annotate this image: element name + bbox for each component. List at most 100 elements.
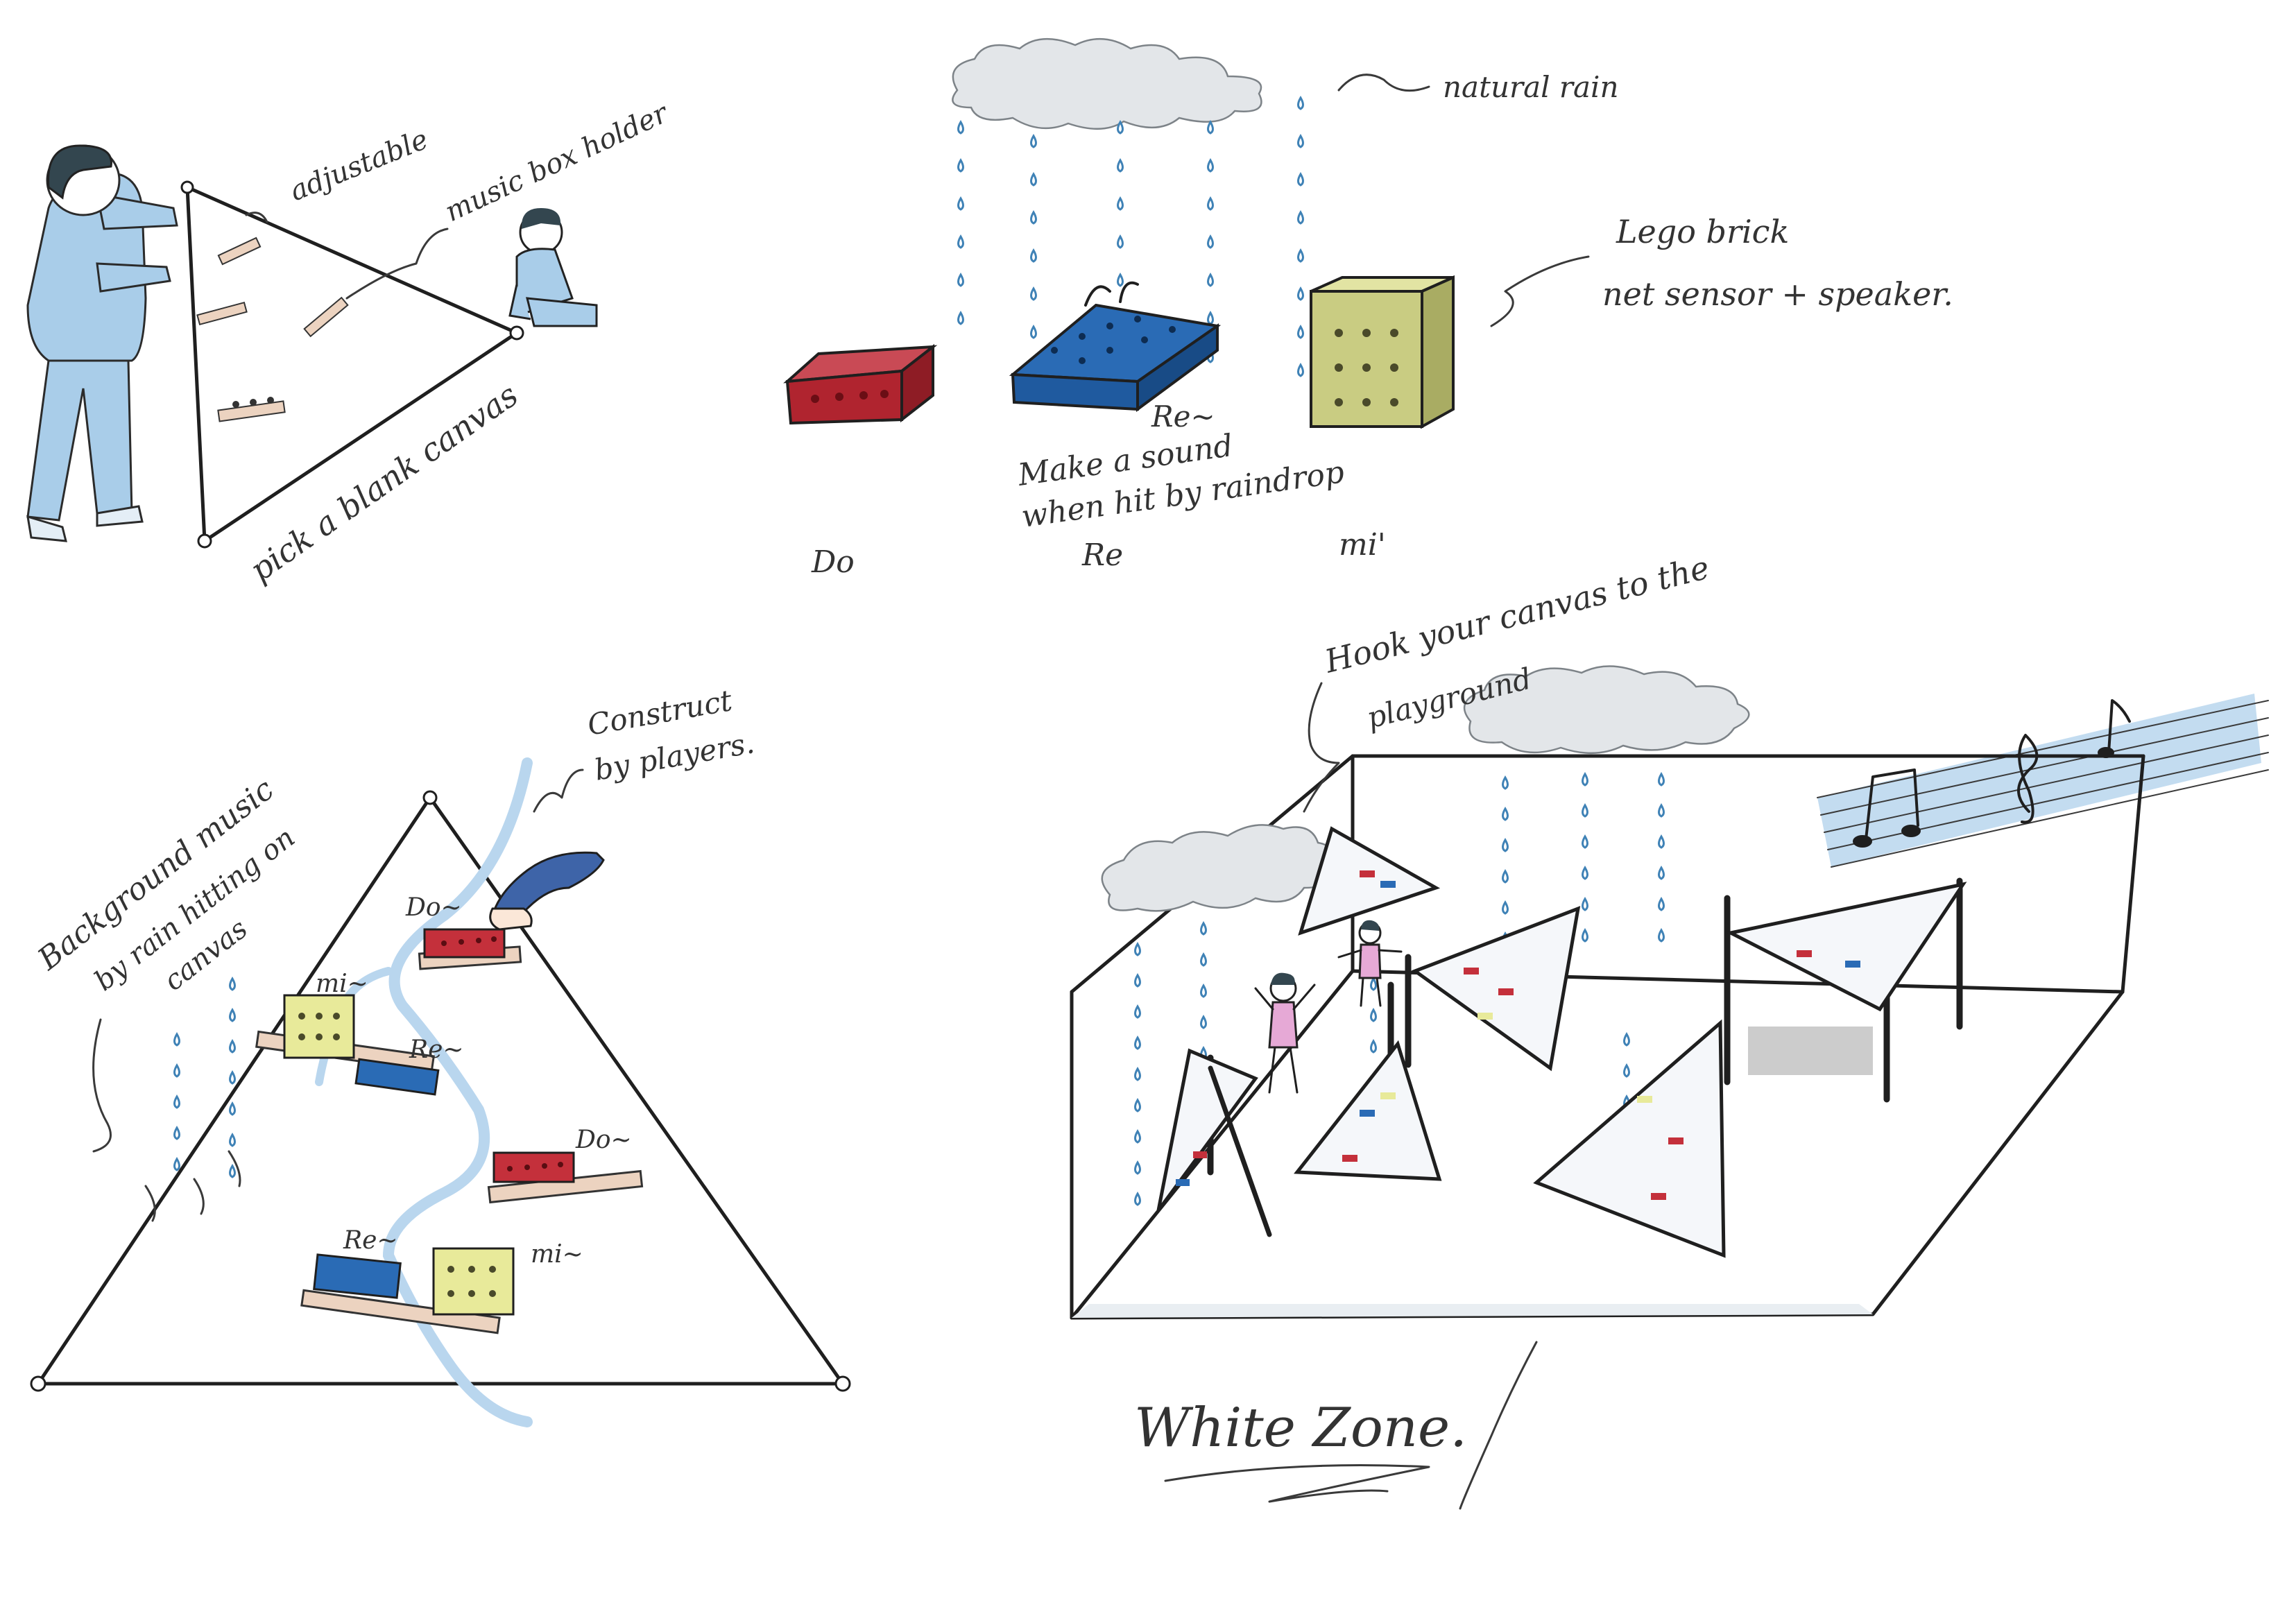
raindrop-icon <box>1297 248 1304 263</box>
raindrop-icon <box>1502 900 1509 915</box>
raindrop-icon <box>1370 1039 1377 1054</box>
raindrop-icon <box>173 1063 180 1078</box>
label-re-arrow: Re~ <box>1151 400 1215 433</box>
raindrop-icon <box>1297 325 1304 339</box>
raindrop-icon <box>957 273 964 287</box>
cloud-icon <box>952 37 1262 130</box>
raindrop-icon <box>229 1039 236 1054</box>
playground-sketch: Hook your canvas to the playground White… <box>1070 549 2269 1510</box>
brick-bottom-pair <box>300 1247 515 1334</box>
raindrop-icon <box>1134 942 1141 956</box>
canvas-setup-sketch: adjustable music box holder pick a blank… <box>26 96 674 589</box>
raindrop-icon <box>1658 928 1665 943</box>
raindrop-icon <box>173 1157 180 1171</box>
raindrop-icon <box>1502 838 1509 852</box>
raindrop-icon <box>1134 1004 1141 1019</box>
raindrop-icon <box>1030 134 1037 148</box>
raindrop-icon <box>957 234 964 249</box>
raindrop-icon <box>173 977 236 1178</box>
raindrop-icon <box>1030 248 1037 263</box>
label-brick-do-mid: Do~ <box>575 1126 632 1154</box>
raindrop-icon <box>1117 234 1124 249</box>
raindrop-icon <box>1658 866 1665 880</box>
raindrop-icon <box>1207 196 1214 211</box>
raindrop-icon <box>1582 772 1588 787</box>
raindrop-icon <box>1117 196 1124 211</box>
raindrop-icon <box>1207 120 1214 135</box>
label-brick-re-mid: Re~ <box>409 1036 464 1064</box>
adult-person-icon <box>26 144 178 542</box>
raindrop-icon <box>1502 807 1509 821</box>
raindrop-icon <box>1134 1098 1141 1113</box>
raindrop-icon <box>1582 803 1588 818</box>
raindrop-icon <box>1582 866 1588 880</box>
raindrop-icon <box>1207 273 1214 287</box>
raindrop-icon <box>229 1070 236 1085</box>
raindrop-icon <box>1134 1160 1141 1175</box>
label-adjustable: adjustable <box>286 123 433 207</box>
music-staff-icon <box>1817 694 2269 868</box>
brick-do-top <box>418 928 522 970</box>
brick-do-mid <box>487 1151 644 1204</box>
raindrop-icon <box>1134 1129 1141 1144</box>
raindrop-icon <box>1117 273 1124 287</box>
raindrop-icon <box>1200 952 1207 967</box>
player-hand-icon <box>489 851 605 931</box>
raindrop-icon <box>1582 834 1588 849</box>
label-natural-rain: natural rain <box>1443 70 1619 104</box>
cloud-icon <box>1463 665 1750 754</box>
raindrop-icon <box>229 1133 236 1147</box>
raindrop-icon <box>1297 172 1304 187</box>
raindrop-icon <box>957 311 964 325</box>
raindrop-icon <box>1370 1008 1377 1022</box>
constructed-canvas-sketch: Background music by rain hitting on canv… <box>30 683 851 1427</box>
raindrop-icon <box>1030 325 1037 339</box>
label-brick-re-bottom: Re~ <box>343 1226 398 1255</box>
raindrop-icon <box>1134 973 1141 988</box>
raindrop-icon <box>229 1101 236 1116</box>
raindrop-icon <box>1502 869 1509 884</box>
raindrop-icon <box>1030 172 1037 187</box>
raindrop-icon <box>1297 96 1304 110</box>
raindrop-icon <box>957 158 964 173</box>
raindrop-icon <box>1200 921 1207 936</box>
raindrop-icon <box>1297 134 1304 148</box>
raindrop-icon <box>1134 1192 1141 1206</box>
yellow-brick-icon <box>1310 275 1455 429</box>
raindrop-icon <box>1658 772 1665 787</box>
raindrop-icon <box>1658 897 1665 911</box>
brick-re-mid <box>354 1058 440 1096</box>
label-hook-1: Hook your canvas to the <box>1321 549 1713 680</box>
raindrop-icon <box>229 977 236 991</box>
label-lego-brick: Lego brick <box>1616 213 1789 250</box>
raindrop-icon <box>957 120 964 135</box>
raindrop-icon <box>1297 210 1304 225</box>
raindrop-icon <box>1030 210 1037 225</box>
cloud-icon <box>1101 824 1335 912</box>
label-white-zone: White Zone. <box>1134 1397 1467 1459</box>
raindrop-icon <box>229 1008 236 1022</box>
raindrop-icon <box>1297 363 1304 377</box>
raindrop-icon <box>1297 286 1304 301</box>
label-note-re: Re <box>1081 538 1123 573</box>
raindrop-icon <box>1207 311 1214 325</box>
label-brick-mi-bottom: mi~ <box>531 1240 583 1269</box>
raindrop-icon <box>1582 897 1588 911</box>
rain-brick-sketch: natural rain Lego brick net sensor + spe… <box>783 37 1953 580</box>
raindrop-icon <box>1134 1036 1141 1050</box>
raindrop-icon <box>1200 1015 1207 1029</box>
raindrop-icon <box>1207 158 1214 173</box>
raindrop-icon <box>1134 1067 1141 1081</box>
treble-clef-icon <box>2017 734 2039 824</box>
raindrop-icon <box>173 1126 180 1140</box>
brick-mi-top <box>255 994 435 1073</box>
raindrop-icon <box>1658 834 1665 849</box>
child-person-icon <box>508 208 598 327</box>
label-brick-mi-top: mi~ <box>316 970 368 998</box>
raindrop-icon <box>1658 803 1665 818</box>
music-box-holder <box>196 237 349 422</box>
label-sensor-speaker: net sensor + speaker. <box>1602 275 1953 313</box>
child-person-icon <box>1337 920 1403 1007</box>
raindrop-icon <box>173 1094 180 1109</box>
raindrop-icon <box>957 196 964 211</box>
